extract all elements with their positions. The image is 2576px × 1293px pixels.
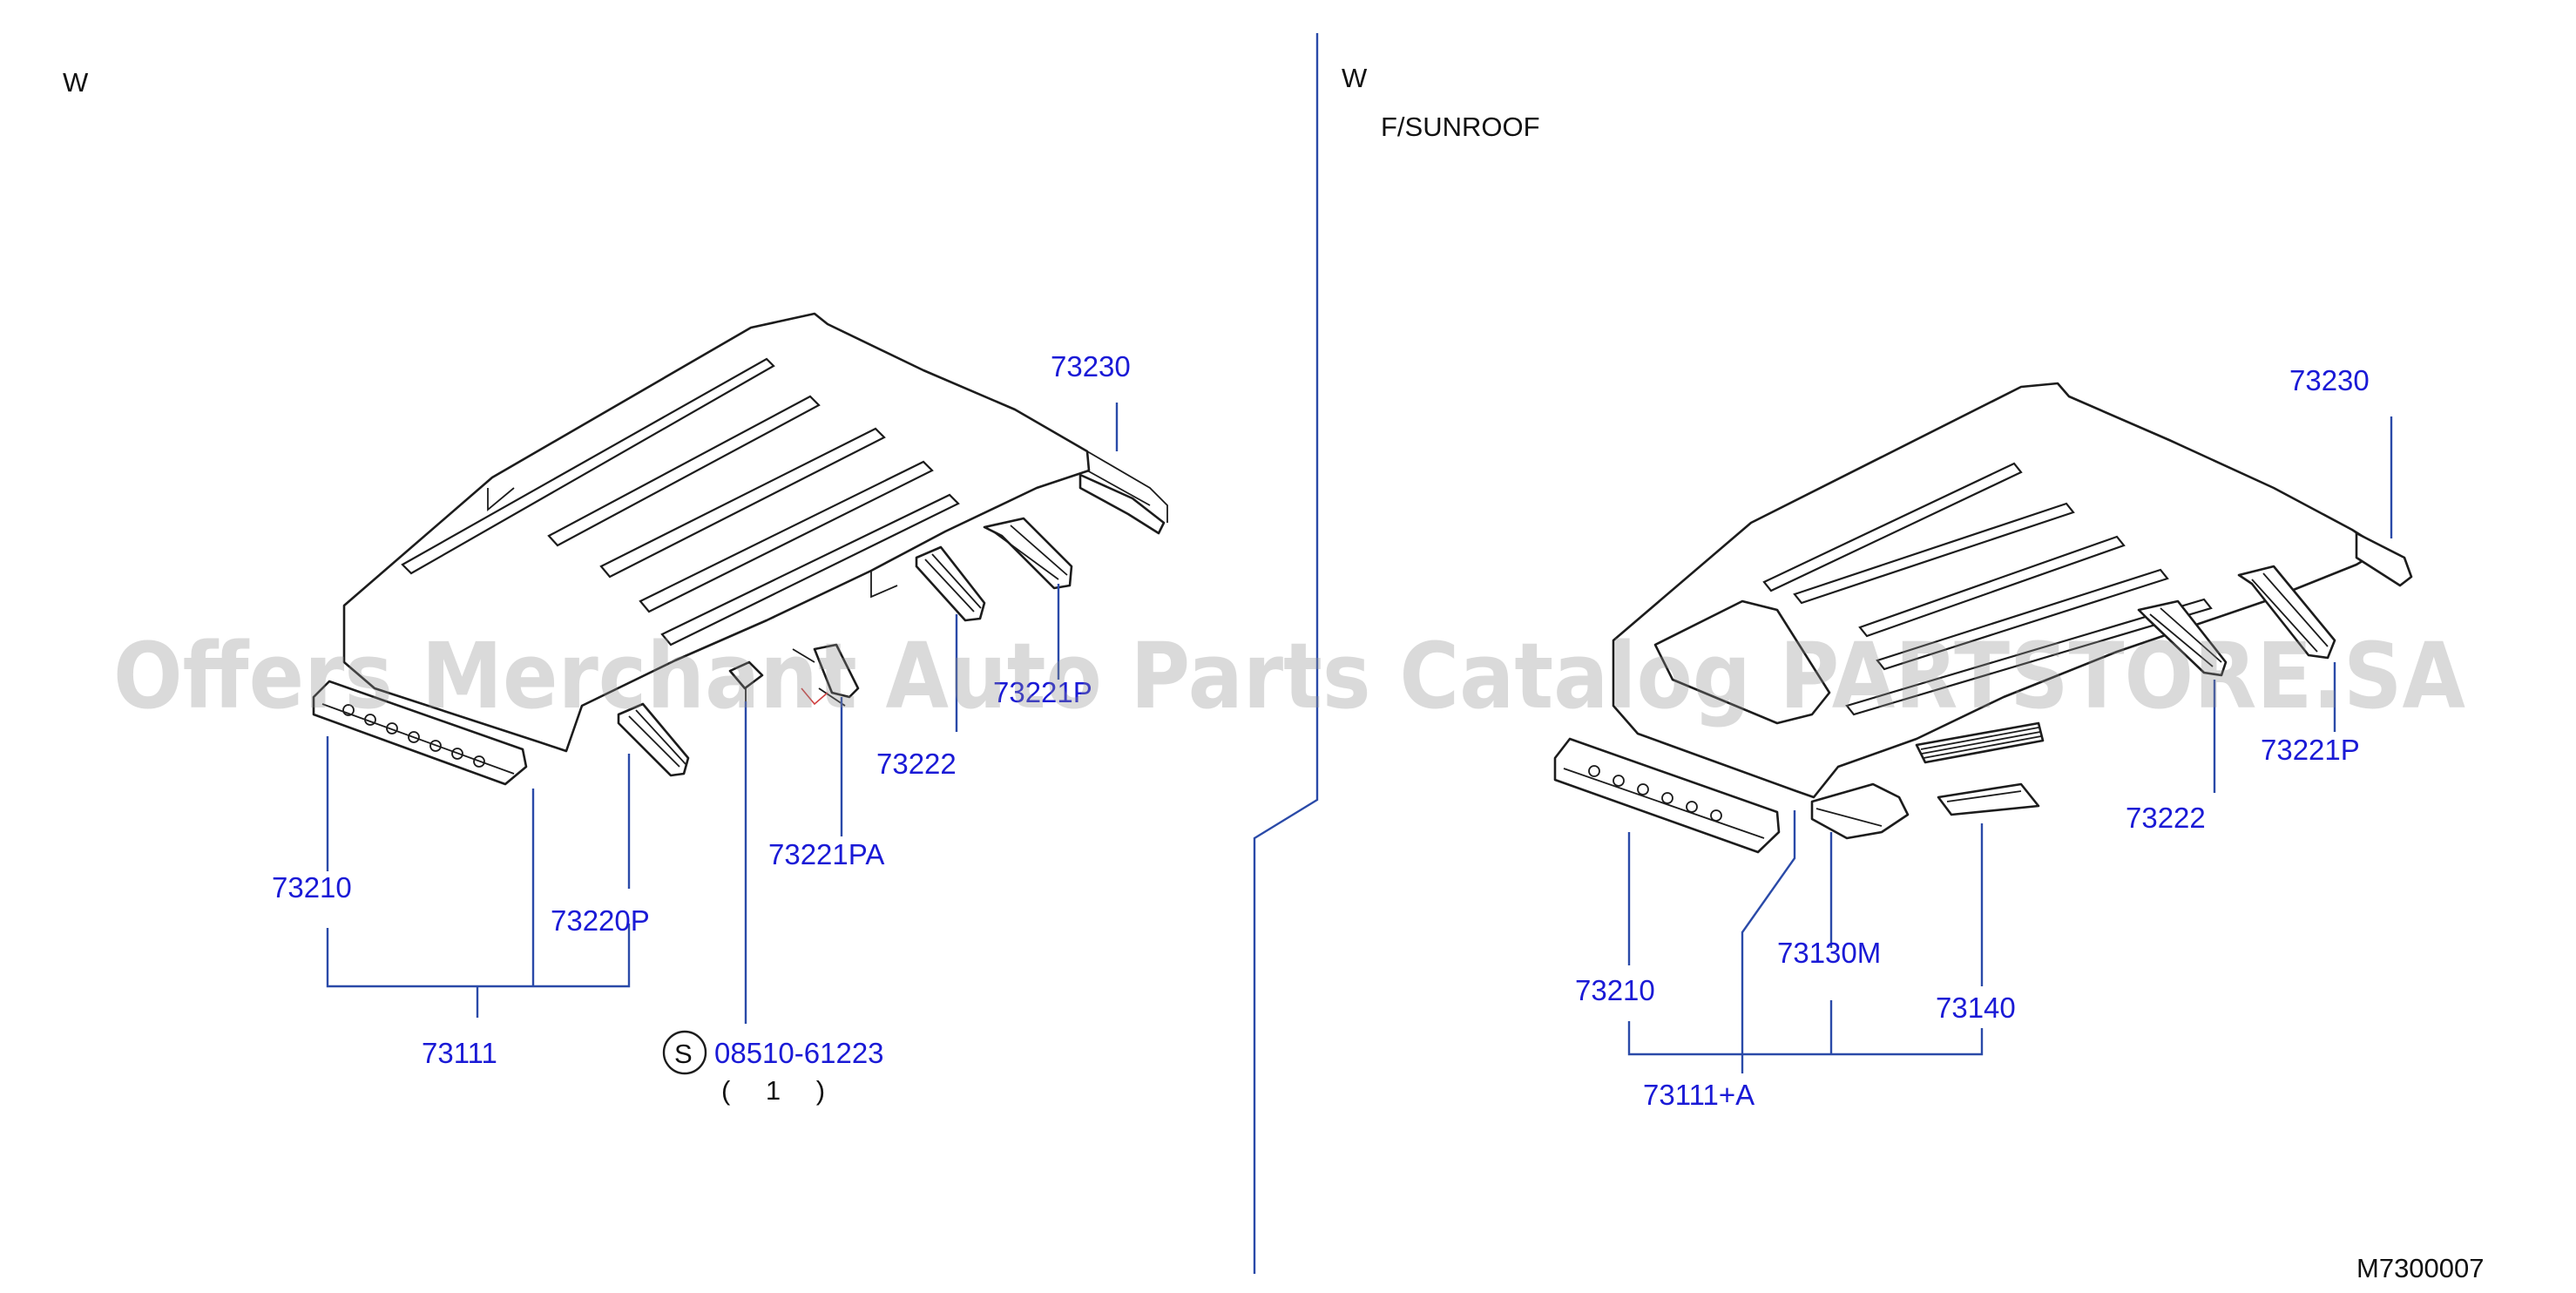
right-sunroof-rail xyxy=(1915,721,2045,816)
label-right-73221P: 73221P xyxy=(2261,734,2360,766)
right-front-header xyxy=(1553,737,1781,854)
sunroof-opening xyxy=(1653,599,1831,725)
label-right-73140: 73140 xyxy=(1936,992,2016,1024)
label-right-73111A: 73111+A xyxy=(1643,1079,1755,1111)
watermark-text: Offers Merchant Auto Parts Catalog PARTS… xyxy=(113,623,2465,729)
label-left-73220P: 73220P xyxy=(551,904,650,937)
right-option-label: F/SUNROOF xyxy=(1381,112,1540,142)
right-roof-panel xyxy=(1612,382,2388,799)
left-roof-panel xyxy=(342,312,1168,753)
screw-quantity: ( 1 ) xyxy=(721,1075,839,1106)
diagram-code: M7300007 xyxy=(2356,1253,2485,1283)
left-screw-callout: S 08510-61223 ( 1 ) xyxy=(662,1030,884,1106)
right-variant-label: W xyxy=(1342,63,1368,93)
label-left-73222: 73222 xyxy=(876,748,957,780)
right-sunroof-frame xyxy=(1810,782,1910,840)
label-left-73210: 73210 xyxy=(272,871,352,904)
label-right-73222: 73222 xyxy=(2126,802,2206,834)
label-left-73111: 73111 xyxy=(422,1037,497,1069)
right-rear-rail xyxy=(2355,531,2413,587)
left-bow-rear xyxy=(983,517,1073,590)
label-right-73130M: 73130M xyxy=(1777,937,1881,969)
screw-symbol: S xyxy=(674,1039,693,1069)
label-left-73221PA: 73221PA xyxy=(768,838,884,870)
label-left-73221P: 73221P xyxy=(993,676,1092,708)
label-left-73230: 73230 xyxy=(1051,350,1131,382)
left-variant-label: W xyxy=(63,67,89,98)
label-08510-61223: 08510-61223 xyxy=(714,1037,884,1069)
label-right-73230: 73230 xyxy=(2289,364,2370,396)
left-bow-mid xyxy=(915,545,986,622)
label-right-73210: 73210 xyxy=(1575,974,1655,1006)
left-rear-rail xyxy=(1078,473,1166,535)
right-panel: W F/SUNROOF xyxy=(1342,63,2413,1111)
right-bow-rear xyxy=(2237,565,2336,660)
right-bow-mid xyxy=(2137,599,2228,677)
left-front-header xyxy=(312,680,528,786)
panel-divider xyxy=(1253,33,1319,1274)
left-panel: W xyxy=(63,67,1168,1106)
left-screw xyxy=(728,660,764,701)
